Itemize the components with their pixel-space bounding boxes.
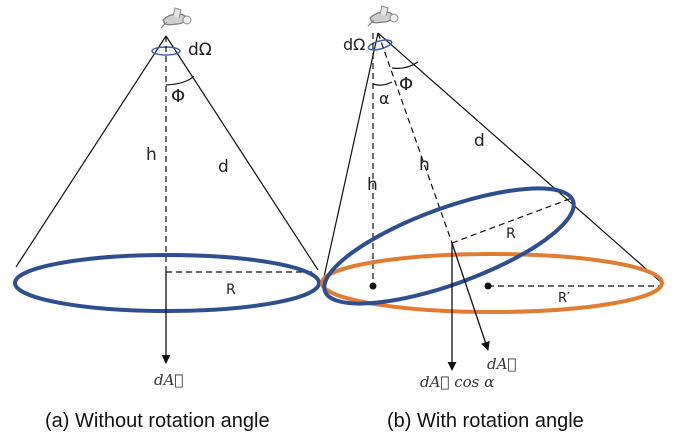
label-distance: d bbox=[218, 157, 229, 177]
satellite-icon bbox=[367, 5, 399, 27]
tilted-radius-line bbox=[451, 197, 573, 244]
cone-right-side bbox=[377, 32, 663, 284]
label-area-vector: dA⃗ bbox=[154, 371, 183, 389]
label-solid-angle: dΩ bbox=[343, 35, 365, 54]
tilt-angle-arc bbox=[372, 81, 393, 86]
cone-left-side bbox=[15, 35, 167, 268]
label-tilt-angle: α bbox=[379, 89, 390, 108]
panel-b: dΩ Φ α d h h R R′ dA⃗ dA⃗ cos α (b) With… bbox=[320, 5, 664, 432]
label-distance: d bbox=[474, 131, 485, 151]
label-height-vertical: h bbox=[367, 175, 378, 195]
vertical-axis-dot bbox=[369, 282, 377, 290]
base-disc bbox=[13, 253, 321, 313]
label-area-vector-tilted: dA⃗ bbox=[487, 355, 516, 373]
cone-left-side bbox=[323, 32, 379, 278]
caption-b: (b) With rotation angle bbox=[387, 410, 584, 432]
cone-right-side bbox=[165, 35, 319, 271]
caption-a: (a) Without rotation angle bbox=[45, 410, 270, 432]
panel-a: dΩ Φ h d R dA⃗ (a) Without rotation angl… bbox=[13, 7, 321, 432]
angle-arc bbox=[165, 75, 195, 86]
label-angle: Φ bbox=[399, 74, 413, 95]
tilted-disc bbox=[322, 186, 576, 306]
solid-angle-ellipse bbox=[367, 39, 393, 51]
label-angle: Φ bbox=[171, 86, 185, 107]
angle-arc bbox=[391, 61, 419, 69]
label-radius-tilted: R bbox=[506, 226, 516, 242]
tilted-area-vector-arrow bbox=[451, 242, 490, 351]
label-area-vector-projected: dA⃗ cos α bbox=[420, 373, 494, 391]
label-height-tilted: h bbox=[419, 155, 430, 175]
label-radius-projected: R′ bbox=[558, 291, 570, 306]
projected-disc bbox=[320, 252, 664, 314]
label-height: h bbox=[146, 145, 157, 165]
satellite-icon bbox=[160, 7, 192, 29]
label-radius: R bbox=[226, 282, 236, 298]
label-solid-angle: dΩ bbox=[188, 40, 212, 60]
projected-center-dot bbox=[484, 282, 492, 290]
